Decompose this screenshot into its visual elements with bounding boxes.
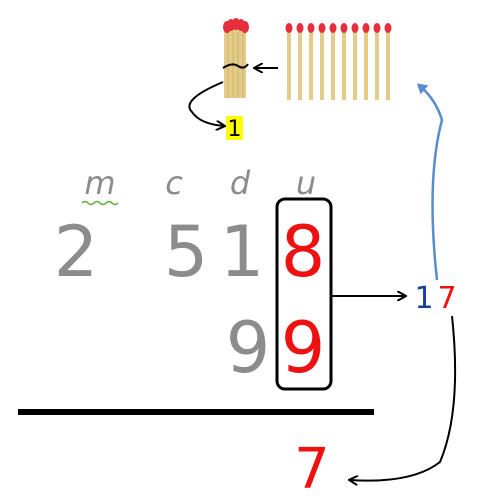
addend2-tens: 9 (226, 307, 271, 389)
header-hundreds: c (165, 164, 183, 202)
addend1-tens: 1 (220, 211, 265, 293)
header-thousands: m (84, 164, 115, 202)
spellcheck-underline (81, 200, 119, 206)
carry-digit: 1 (228, 117, 242, 142)
matchsticks-icon (285, 23, 392, 100)
result-units: 7 (294, 437, 330, 500)
header-units: u (296, 164, 316, 202)
addend2-units: 9 (281, 307, 326, 389)
arrow-units-to-result (350, 315, 457, 481)
matchstick-bundle-icon (222, 18, 249, 98)
header-tens: d (230, 164, 251, 202)
addend1-units: 8 (281, 211, 326, 293)
carry-highlight (226, 116, 243, 140)
addend1-thousands: 2 (54, 211, 99, 293)
units-sum-tens: 1 (414, 281, 433, 316)
arrow-carry-to-matchsticks (416, 83, 444, 281)
units-sum-units: 7 (437, 281, 456, 316)
addend1-hundreds: 5 (164, 211, 209, 293)
arrow-bundle-to-carry (188, 81, 224, 126)
units-column-box (275, 197, 333, 391)
